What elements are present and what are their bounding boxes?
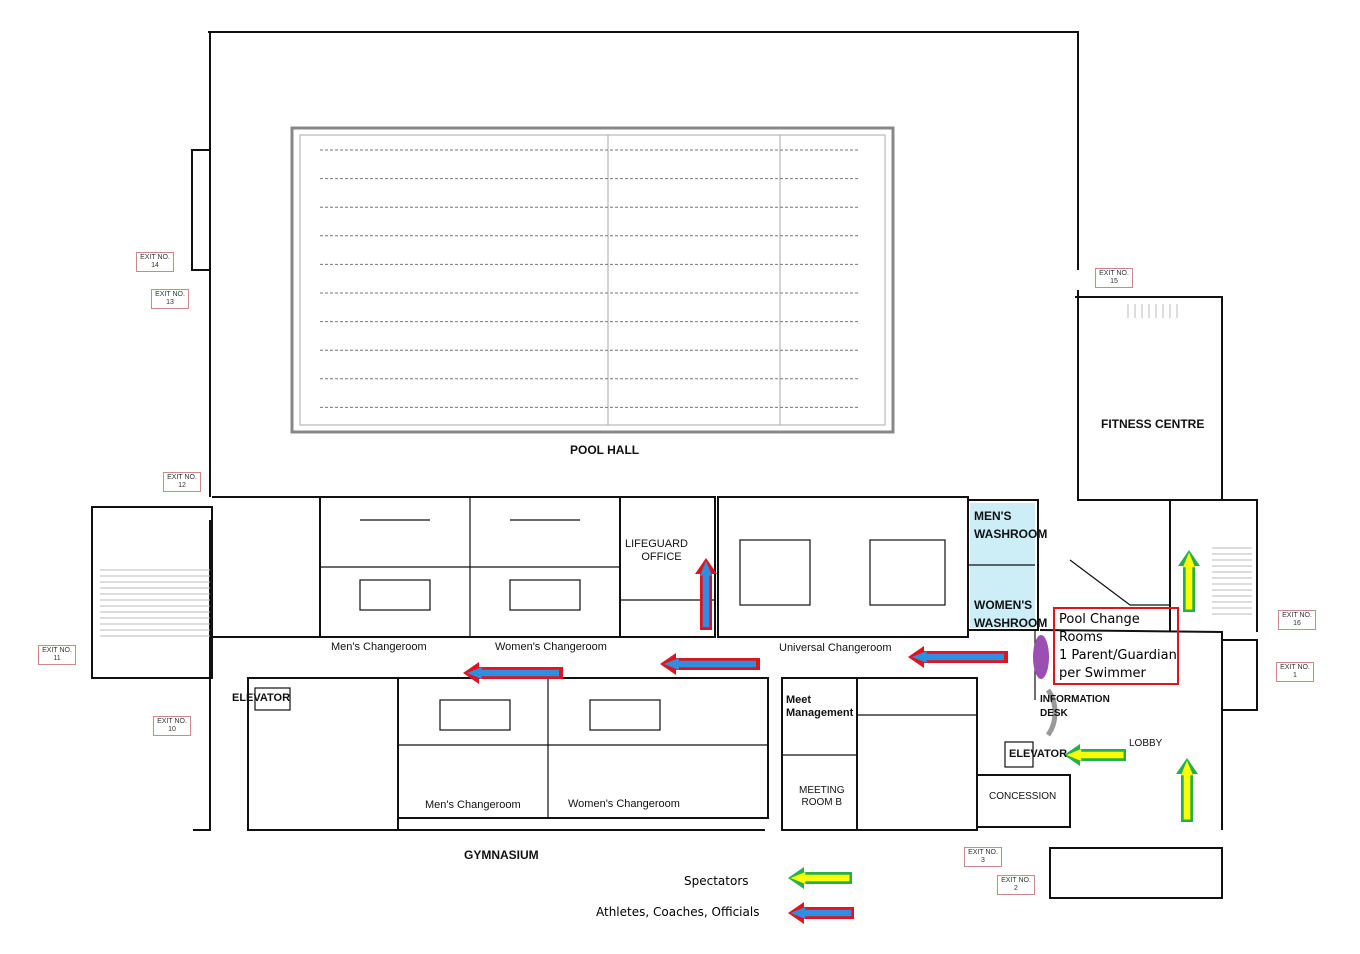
legend-athlete-arrow [788, 902, 854, 924]
exit-sign-16: EXIT NO.16 [1278, 610, 1316, 630]
spectator-arrow-up [1178, 550, 1200, 612]
exit-sign-13: EXIT NO.13 [151, 289, 189, 309]
legend-athletes: Athletes, Coaches, Officials [596, 905, 760, 919]
exit-sign-11: EXIT NO.11 [38, 645, 76, 665]
stairs [100, 304, 1252, 637]
exit-sign-12: EXIT NO.12 [163, 472, 201, 492]
label-fitness-centre: FITNESS CENTRE [1101, 417, 1205, 431]
exit-sign-10: EXIT NO.10 [153, 716, 191, 736]
label-pool-hall: POOL HALL [570, 443, 640, 457]
exit-sign-3: EXIT NO.3 [964, 847, 1002, 867]
label-universal-changeroom: Universal Changeroom [779, 642, 892, 654]
legend-spectators: Spectators [684, 874, 749, 888]
spectator-arrow-up [1176, 758, 1198, 822]
exit-sign-14: EXIT NO.14 [136, 252, 174, 272]
label-elevator-right: ELEVATOR [1009, 748, 1068, 760]
athlete-arrow-up [695, 558, 717, 630]
athlete-arrow-left [463, 662, 563, 684]
label-mens-changeroom-lower: Men's Changeroom [425, 799, 521, 811]
exit-sign-1: EXIT NO.1 [1276, 662, 1314, 682]
pool [290, 126, 895, 434]
exit-sign-2: EXIT NO.2 [997, 875, 1035, 895]
label-womens-changeroom-upper: Women's Changeroom [495, 641, 607, 653]
label-concession: CONCESSION [989, 791, 1057, 802]
building-walls [91, 31, 1258, 899]
exit-sign-15: EXIT NO.15 [1095, 268, 1133, 288]
label-elevator-left: ELEVATOR [232, 692, 291, 704]
label-lobby: LOBBY [1129, 738, 1163, 749]
meeting-point-marker [1033, 635, 1049, 679]
label-womens-changeroom-lower: Women's Changeroom [568, 798, 680, 810]
label-gymnasium: GYMNASIUM [464, 848, 539, 862]
athlete-arrow-left [660, 653, 760, 675]
legend-spectator-arrow [788, 867, 852, 889]
spectator-arrow-left [1064, 744, 1126, 766]
label-mens-changeroom-upper: Men's Changeroom [331, 641, 427, 653]
interior-walls [254, 497, 1170, 818]
athlete-arrow-left [908, 646, 1008, 668]
